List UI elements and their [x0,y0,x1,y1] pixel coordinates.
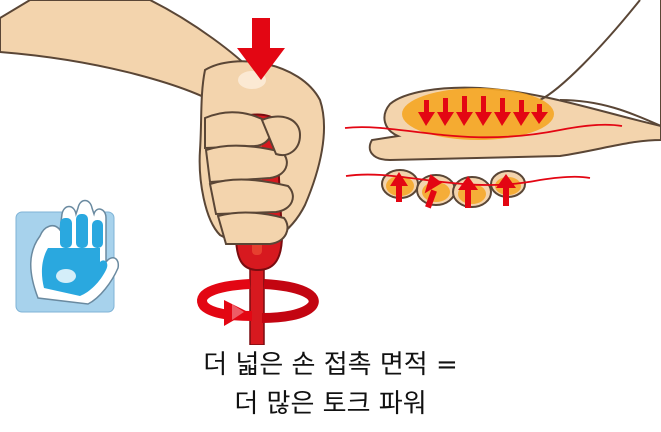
caption-line-1: 더 넓은 손 접촉 면적 = [0,346,661,385]
glove-contact-area-icon [16,201,118,313]
grip-illustration [0,0,661,345]
caption: 더 넓은 손 접촉 면적 = 더 많은 토크 파워 [0,346,661,424]
caption-line-2: 더 많은 토크 파워 [0,385,661,424]
open-palm-grip-pressure-icon [345,0,661,208]
